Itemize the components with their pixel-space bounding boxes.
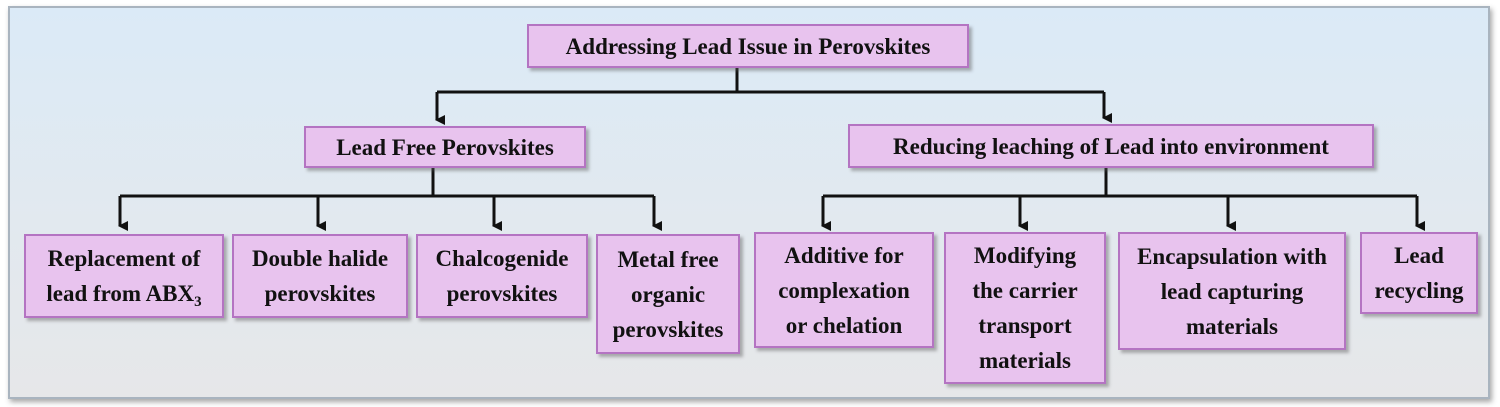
- root-label: Addressing Lead Issue in Perovskites: [565, 33, 931, 59]
- modifying-label: Modifying the carrier transport material…: [972, 243, 1078, 373]
- replacement-line2: lead from ABX3: [46, 276, 201, 311]
- additive-node: Additive for complexation or chelation: [754, 232, 934, 348]
- replacement-subscript: 3: [194, 294, 202, 310]
- lead-free-node: Lead Free Perovskites: [304, 126, 586, 168]
- reducing-node: Reducing leaching of Lead into environme…: [848, 124, 1374, 168]
- chalcogenide-label: Chalcogenide perovskites: [435, 246, 569, 306]
- encapsulation-node: Encapsulation with lead capturing materi…: [1118, 232, 1346, 350]
- modifying-node: Modifying the carrier transport material…: [944, 232, 1106, 384]
- diagram-canvas: Addressing Lead Issue in Perovskites Lea…: [8, 6, 1490, 399]
- reducing-label: Reducing leaching of Lead into environme…: [893, 133, 1329, 159]
- double-halide-node: Double halide perovskites: [232, 234, 408, 318]
- chalcogenide-node: Chalcogenide perovskites: [416, 234, 588, 318]
- metal-free-node: Metal free organic perovskites: [596, 234, 740, 354]
- replacement-node: Replacement of lead from ABX3: [24, 234, 224, 318]
- recycling-node: Lead recycling: [1360, 232, 1478, 314]
- replacement-line1: Replacement of: [47, 246, 201, 271]
- replacement-line2-main: lead from ABX: [46, 281, 195, 306]
- lead-free-label: Lead Free Perovskites: [336, 134, 554, 160]
- metal-free-label: Metal free organic perovskites: [612, 246, 724, 342]
- encapsulation-label: Encapsulation with lead capturing materi…: [1137, 243, 1327, 339]
- recycling-label: Lead recycling: [1374, 243, 1464, 303]
- double-halide-label: Double halide perovskites: [251, 246, 389, 306]
- root-node: Addressing Lead Issue in Perovskites: [527, 24, 969, 68]
- additive-label: Additive for complexation or chelation: [778, 242, 910, 338]
